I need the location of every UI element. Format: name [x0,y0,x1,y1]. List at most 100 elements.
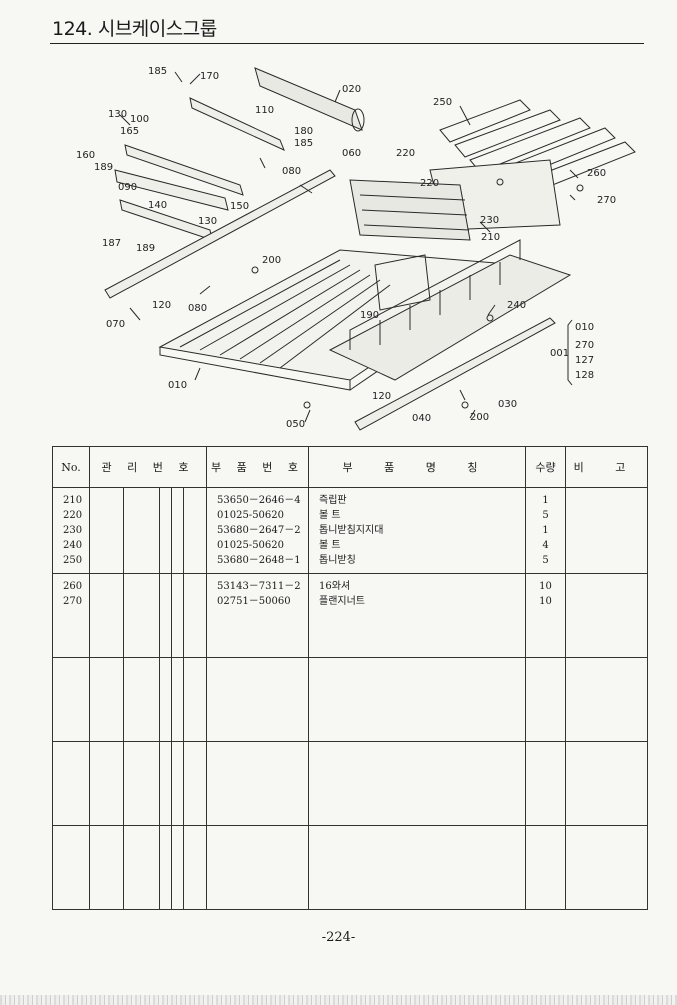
part-number: 01025-50620 [217,540,285,551]
quantity: 10 [539,596,552,607]
header-management-no: 관 리 번 호 [89,446,207,488]
callout-120-b: 120 [372,391,391,402]
part-name: 톱니받칭 [319,555,356,566]
table-row: 210 220 230 240 250 53650－2646－4 01025-5… [52,487,648,574]
callout-260: 260 [587,168,606,179]
callout-120: 120 [152,300,171,311]
part-name: 즉립판 [319,495,347,506]
callout-140: 140 [148,200,167,211]
scan-edge-artifact [0,995,677,1005]
callout-220: 220 [396,148,415,159]
callout-270: 270 [597,195,616,206]
callout-060: 060 [342,148,361,159]
callout-010: 010 [575,322,594,333]
callout-050: 050 [286,419,305,430]
part-number: 53650－2646－4 [217,495,301,506]
table-row-empty [52,825,648,910]
callout-240: 240 [507,300,526,311]
part-number: 01025-50620 [217,510,285,521]
header-part-name: 부 품 명 칭 [308,446,526,488]
part-number: 02751－50060 [217,596,291,607]
callout-127: 127 [575,355,594,366]
quantity: 5 [542,555,549,566]
quantity: 1 [542,495,549,506]
callout-090: 090 [118,182,137,193]
callout-185: 185 [148,66,167,77]
row-group-part-number: 53650－2646－4 01025-50620 53680－2647－2 01… [206,487,309,574]
callout-190: 190 [360,310,379,321]
callout-080-b: 080 [188,303,207,314]
callout-130-b: 130 [198,216,217,227]
callout-010-b: 010 [168,380,187,391]
callout-030: 030 [498,399,517,410]
page-number: -224- [321,930,356,945]
callout-130: 130 [108,109,127,120]
parts-list-table: No. 관 리 번 호 부 품 번 호 부 품 명 칭 수량 비 고 210 2… [52,446,648,910]
table-row: 260 270 53143－7311－2 02751－50060 16와셔 플랜… [52,573,648,658]
callout-185-b: 185 [294,138,313,149]
callout-250: 250 [433,97,452,108]
callout-200: 200 [262,255,281,266]
callout-165: 165 [120,126,139,137]
title-divider [50,43,644,44]
callout-230: 230 [480,215,499,226]
remarks-cell [565,573,648,658]
part-name: 16와셔 [319,581,351,592]
table-header-row: No. 관 리 번 호 부 품 번 호 부 품 명 칭 수량 비 고 [52,446,648,488]
callout-200-b: 200 [470,412,489,423]
part-number: 53680－2648－1 [217,555,301,566]
row-group-no: 260 270 [52,573,90,658]
row-group-quantity: 1 5 1 4 5 [525,487,566,574]
callout-150: 150 [230,201,249,212]
item-no: 260 [63,581,83,592]
callout-189: 189 [94,162,113,173]
callout-180: 180 [294,126,313,137]
header-quantity: 수량 [525,446,566,488]
row-group-quantity: 10 10 [525,573,566,658]
part-name: 톱니받침지지대 [319,525,384,536]
diagram-svg: 185 170 020 250 130 100 165 110 180 185 … [76,66,636,431]
part-name: 볼 트 [319,510,341,521]
callout-220-b: 220 [420,178,439,189]
row-group-no: 210 220 230 240 250 [52,487,90,574]
quantity: 1 [542,525,549,536]
item-no: 220 [63,510,83,521]
row-group-part-name: 즉립판 볼 트 톱니받침지지대 볼 트 톱니받칭 [308,487,526,574]
header-remarks: 비 고 [565,446,648,488]
page-title: 124. 시브케이스그룹 [52,18,217,40]
part-name: 볼 트 [319,540,341,551]
callout-210: 210 [481,232,500,243]
callout-080: 080 [282,166,301,177]
row-group-part-number: 53143－7311－2 02751－50060 [206,573,309,658]
item-no: 250 [63,555,83,566]
header-no: No. [52,446,90,488]
quantity: 10 [539,581,552,592]
item-no: 240 [63,540,83,551]
callout-170: 170 [200,71,219,82]
callout-160: 160 [76,150,95,161]
row-group-part-name: 16와셔 플랜지너트 [308,573,526,658]
table-row-empty [52,657,648,742]
table-row-empty [52,741,648,826]
item-no: 270 [63,596,83,607]
callout-270-b: 270 [575,340,594,351]
callout-001: 001 [550,348,569,359]
callout-040: 040 [412,413,431,424]
part-number: 53680－2647－2 [217,525,301,536]
item-no: 230 [63,525,83,536]
quantity: 5 [542,510,549,521]
callout-110: 110 [255,105,274,116]
exploded-parts-diagram: 185 170 020 250 130 100 165 110 180 185 … [50,50,644,435]
callout-070: 070 [106,319,125,330]
part-number: 53143－7311－2 [217,581,301,592]
header-part-number: 부 품 번 호 [206,446,309,488]
callout-100: 100 [130,114,149,125]
callout-020: 020 [342,84,361,95]
remarks-cell [565,487,648,574]
quantity: 4 [542,540,549,551]
part-name: 플랜지너트 [319,596,365,607]
callout-189-b: 189 [136,243,155,254]
callout-128: 128 [575,370,594,381]
callout-187: 187 [102,238,121,249]
item-no: 210 [63,495,83,506]
